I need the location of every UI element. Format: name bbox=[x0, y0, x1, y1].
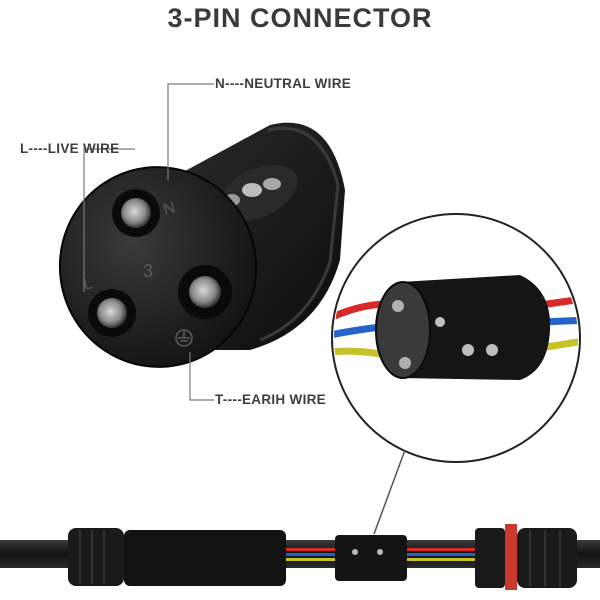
earth-pin-hole bbox=[189, 276, 221, 308]
screw-icon bbox=[242, 183, 262, 197]
earth-wire-label: T----EARIH WIRE bbox=[215, 392, 326, 407]
live-pin-hole bbox=[97, 298, 127, 328]
earth-symbol-icon bbox=[175, 329, 193, 347]
cable-assembly bbox=[0, 524, 600, 590]
zoom-inset bbox=[331, 213, 581, 535]
neutral-wire-label: N----NEUTRAL WIRE bbox=[215, 76, 352, 91]
pin-letter-l: L bbox=[82, 275, 95, 294]
main-connector: N L 3 bbox=[58, 122, 345, 368]
page-title: 3-PIN CONNECTOR bbox=[167, 3, 433, 33]
pin-letter-n: N bbox=[162, 199, 178, 218]
neutral-pin-hole bbox=[121, 198, 151, 228]
pin-number: 3 bbox=[143, 261, 153, 281]
callout-lines bbox=[83, 83, 214, 401]
live-wire-label: L----LIVE WIRE bbox=[20, 141, 120, 156]
screw-icon bbox=[263, 178, 281, 190]
